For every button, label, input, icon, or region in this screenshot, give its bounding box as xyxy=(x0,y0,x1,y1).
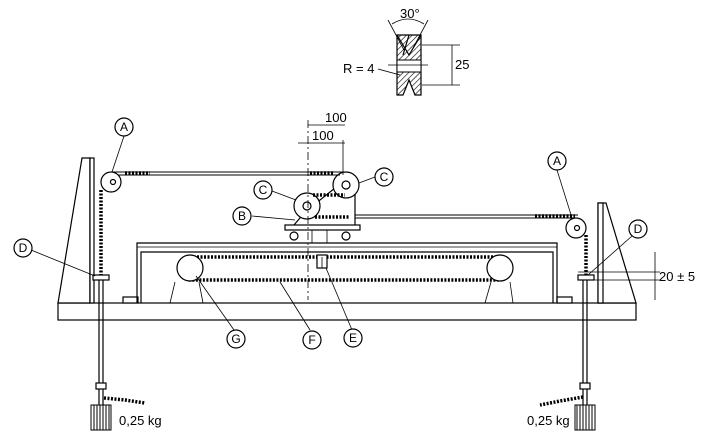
base-frame xyxy=(57,157,637,321)
stop-D-left xyxy=(92,274,110,281)
weight-right xyxy=(574,404,596,431)
dim-lower-100: 100 xyxy=(312,128,334,143)
callout-D-right xyxy=(628,219,648,239)
svg-text:D: D xyxy=(19,241,28,255)
groove-top xyxy=(396,34,422,57)
svg-text:A: A xyxy=(120,120,128,134)
svg-text:E: E xyxy=(349,331,357,345)
svg-text:G: G xyxy=(231,332,240,346)
callout-A-right xyxy=(547,151,567,171)
callout-G xyxy=(226,329,246,349)
pulley-bore xyxy=(396,59,422,73)
sprocket-right xyxy=(486,254,514,282)
inner-frame xyxy=(136,242,558,303)
height-label: 25 xyxy=(455,57,469,72)
callout-F xyxy=(302,330,322,350)
stop-D-right xyxy=(577,274,595,281)
dim-gap: 20 ± 5 xyxy=(659,269,695,284)
radius-label: R = 4 xyxy=(343,61,374,76)
conveyor-chain xyxy=(169,254,514,304)
carriage-plate xyxy=(284,224,361,231)
wheel-right xyxy=(341,231,351,241)
chain-F xyxy=(184,255,506,282)
svg-text:B: B xyxy=(238,209,246,223)
angle-label: 30° xyxy=(400,6,420,21)
left-upright xyxy=(57,157,91,304)
svg-text:C: C xyxy=(380,170,389,184)
svg-text:D: D xyxy=(634,222,643,236)
cables xyxy=(99,171,588,275)
callout-B xyxy=(232,206,252,226)
callouts: A A B C C D D E F G xyxy=(13,117,648,350)
sprocket-G xyxy=(176,254,204,282)
base-plate xyxy=(57,302,637,321)
callout-C-right xyxy=(374,167,394,187)
right-upright xyxy=(597,202,637,304)
weight-left-label: 0,25 kg xyxy=(119,413,162,428)
callout-E xyxy=(343,328,363,348)
wheel-left xyxy=(289,231,299,241)
svg-text:A: A xyxy=(553,154,561,168)
callout-A-left xyxy=(114,117,134,137)
angle-arc xyxy=(391,18,425,25)
weight-right-label: 0,25 kg xyxy=(527,413,570,428)
right-weight-assembly: 0,25 kg xyxy=(527,274,596,431)
left-weight-assembly: 0,25 kg xyxy=(90,274,162,431)
svg-text:F: F xyxy=(308,333,315,347)
pulley-detail: 30° 25 R = 4 xyxy=(343,6,469,96)
dimension-marks: 100 100 20 ± 5 xyxy=(298,110,695,300)
weight-left xyxy=(90,404,112,431)
carriage xyxy=(284,171,361,243)
callout-D-left xyxy=(13,238,33,258)
dim-top-100: 100 xyxy=(325,110,347,125)
callout-C-left xyxy=(253,180,273,200)
svg-text:C: C xyxy=(259,183,268,197)
